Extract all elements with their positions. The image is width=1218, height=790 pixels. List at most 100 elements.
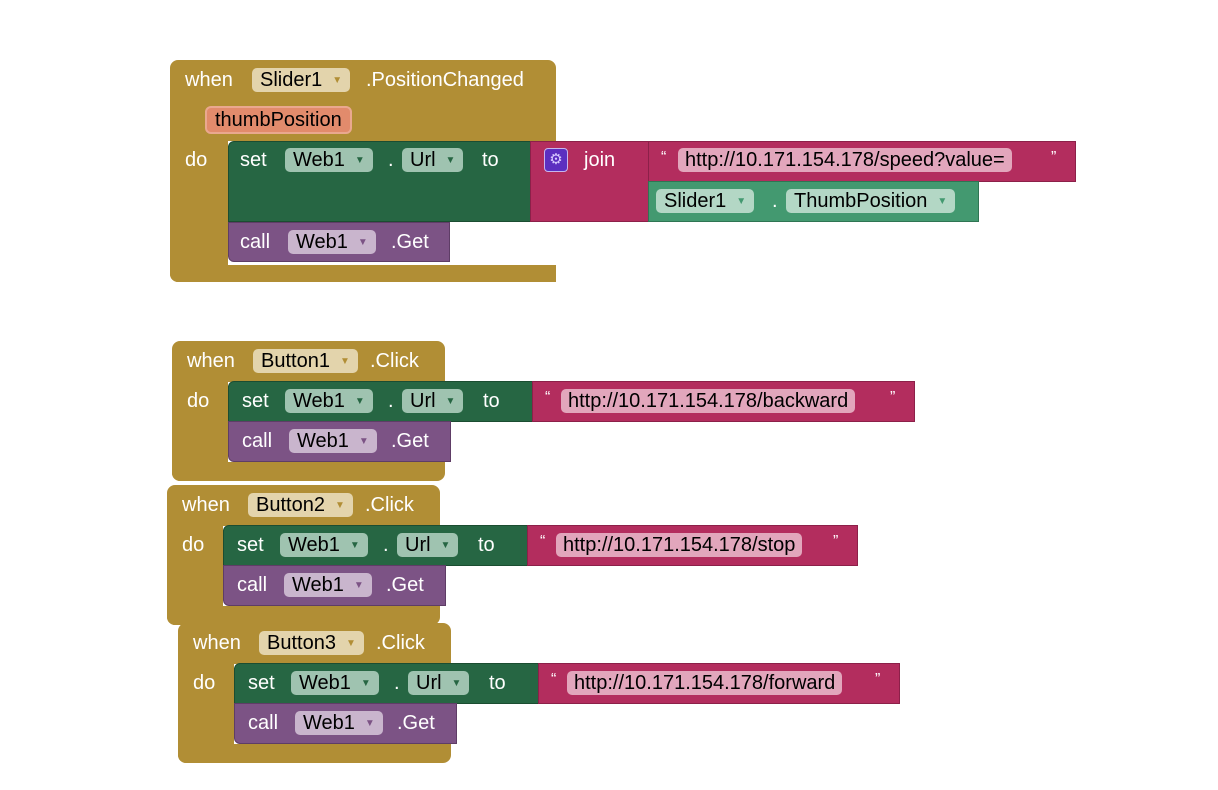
component-dropdown[interactable]: Web1 ▼ xyxy=(291,671,379,695)
dropdown-value: Button2 xyxy=(256,494,325,516)
dropdown-value: Slider1 xyxy=(260,69,323,91)
event-arm xyxy=(170,140,228,282)
dropdown-arrow-icon: ▼ xyxy=(440,539,451,551)
call-label: call xyxy=(237,574,268,596)
set-label: set xyxy=(237,534,264,556)
text-field[interactable]: http://10.171.154.178/forward xyxy=(567,671,843,695)
quote-close: ” xyxy=(833,533,839,550)
dropdown-value: Web1 xyxy=(288,534,340,556)
dropdown-arrow-icon: ▼ xyxy=(445,395,456,407)
do-label: do xyxy=(185,149,208,171)
property-dropdown[interactable]: Url ▼ xyxy=(402,148,464,172)
to-label: to xyxy=(489,672,506,694)
dropdown-arrow-icon: ▼ xyxy=(360,677,371,689)
quote-open: “ xyxy=(545,389,551,406)
call-label: call xyxy=(242,430,273,452)
text-field[interactable]: http://10.171.154.178/stop xyxy=(556,533,803,557)
component-dropdown[interactable]: Slider1 ▼ xyxy=(656,189,755,213)
dropdown-arrow-icon: ▼ xyxy=(357,236,368,248)
call-label: call xyxy=(248,712,279,734)
method-label: .Get xyxy=(397,712,435,734)
dot-label: . xyxy=(394,672,400,694)
do-label: do xyxy=(187,390,210,412)
dropdown-arrow-icon: ▼ xyxy=(736,195,747,207)
dropdown-arrow-icon: ▼ xyxy=(354,154,365,166)
quote-close: ” xyxy=(1051,149,1057,166)
event-footer xyxy=(167,606,440,625)
text-field[interactable]: http://10.171.154.178/backward xyxy=(561,389,856,413)
component-dropdown[interactable]: Web1 ▼ xyxy=(280,533,368,557)
dropdown-arrow-icon: ▼ xyxy=(334,499,345,511)
component-dropdown[interactable]: Button1 ▼ xyxy=(253,349,358,373)
dropdown-arrow-icon: ▼ xyxy=(358,435,369,447)
set-label: set xyxy=(240,149,267,171)
set-label: set xyxy=(242,390,269,412)
method-label: .Get xyxy=(386,574,424,596)
dropdown-value: Web1 xyxy=(299,672,351,694)
event-name: .Click xyxy=(365,494,414,516)
do-label: do xyxy=(182,534,205,556)
dropdown-arrow-icon: ▼ xyxy=(332,74,343,86)
property-dropdown[interactable]: Url ▼ xyxy=(408,671,470,695)
property-dropdown[interactable]: Url▼ xyxy=(397,533,459,557)
param-thumbposition[interactable]: thumbPosition xyxy=(205,106,352,134)
component-dropdown[interactable]: Button2 ▼ xyxy=(248,493,353,517)
component-dropdown[interactable]: Web1 ▼ xyxy=(289,429,377,453)
dropdown-arrow-icon: ▼ xyxy=(339,355,350,367)
event-footer xyxy=(172,462,445,481)
quote-open: “ xyxy=(540,533,546,550)
dropdown-value: Button3 xyxy=(267,632,336,654)
dropdown-value: Url xyxy=(410,390,436,412)
property-dropdown[interactable]: Url ▼ xyxy=(402,389,464,413)
dropdown-arrow-icon: ▼ xyxy=(451,677,462,689)
dropdown-value: ThumbPosition xyxy=(794,190,928,212)
component-dropdown[interactable]: Button3 ▼ xyxy=(259,631,364,655)
dropdown-value: Slider1 xyxy=(664,190,727,212)
dropdown-value: Web1 xyxy=(296,231,348,253)
component-dropdown[interactable]: Web1▼ xyxy=(295,711,383,735)
dropdown-value: Url xyxy=(410,149,436,171)
quote-open: “ xyxy=(661,149,667,166)
gear-icon[interactable]: ⚙ xyxy=(544,148,568,172)
component-dropdown[interactable]: Web1▼ xyxy=(284,573,372,597)
quote-close: ” xyxy=(890,389,896,406)
dropdown-arrow-icon: ▼ xyxy=(445,154,456,166)
dropdown-value: Web1 xyxy=(293,390,345,412)
dropdown-arrow-icon: ▼ xyxy=(345,637,356,649)
dropdown-arrow-icon: ▼ xyxy=(364,717,375,729)
to-label: to xyxy=(478,534,495,556)
when-label: when xyxy=(187,350,235,372)
set-block[interactable] xyxy=(223,525,528,566)
component-dropdown[interactable]: Web1 ▼ xyxy=(285,389,373,413)
text-field[interactable]: http://10.171.154.178/speed?value= xyxy=(678,148,1012,172)
quote-open: “ xyxy=(551,671,557,688)
dropdown-value: Url xyxy=(416,672,442,694)
event-name: .PositionChanged xyxy=(366,69,524,91)
join-label: join xyxy=(584,149,616,171)
quote-close: ” xyxy=(875,671,881,688)
do-label: do xyxy=(193,672,216,694)
dropdown-arrow-icon: ▼ xyxy=(354,395,365,407)
dropdown-arrow-icon: ▼ xyxy=(937,195,948,207)
to-label: to xyxy=(483,390,500,412)
dot-label: . xyxy=(388,149,394,171)
component-dropdown[interactable]: Web1 ▼ xyxy=(288,230,376,254)
component-dropdown[interactable]: Slider1 ▼ xyxy=(252,68,351,92)
call-label: call xyxy=(240,231,271,253)
event-footer xyxy=(178,744,451,763)
dot-label: . xyxy=(388,390,394,412)
method-label: .Get xyxy=(391,231,429,253)
when-label: when xyxy=(185,69,233,91)
property-dropdown[interactable]: ThumbPosition ▼ xyxy=(786,189,956,213)
dropdown-value: Button1 xyxy=(261,350,330,372)
event-name: .Click xyxy=(376,632,425,654)
event-name: .Click xyxy=(370,350,419,372)
set-block[interactable] xyxy=(228,141,531,222)
component-dropdown[interactable]: Web1▼ xyxy=(285,148,373,172)
dropdown-arrow-icon: ▼ xyxy=(353,579,364,591)
set-label: set xyxy=(248,672,275,694)
to-label: to xyxy=(482,149,499,171)
dropdown-arrow-icon: ▼ xyxy=(349,539,360,551)
when-label: when xyxy=(193,632,241,654)
dropdown-value: Web1 xyxy=(297,430,349,452)
